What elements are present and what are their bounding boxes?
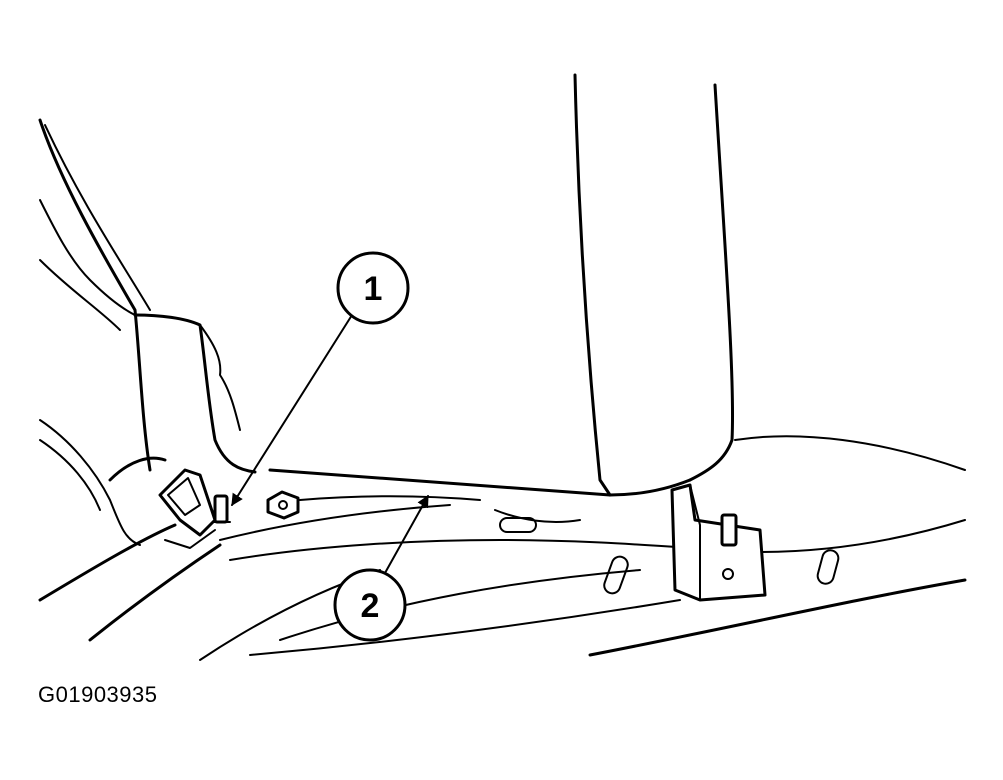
floor-pan (38, 419, 967, 661)
callout-1-label: 1 (364, 270, 383, 308)
floor-nut (266, 490, 300, 520)
seat-body (268, 73, 966, 497)
left-seat-bracket (158, 468, 231, 549)
callout-1: 1 (231, 251, 410, 507)
left-trim-panel (38, 118, 257, 474)
right-seat-bracket (670, 483, 767, 602)
callout-2-label: 2 (361, 587, 380, 625)
callout-2: 2 (333, 494, 429, 642)
floor-slots (499, 517, 840, 595)
figure-id: G01903935 (38, 682, 158, 707)
